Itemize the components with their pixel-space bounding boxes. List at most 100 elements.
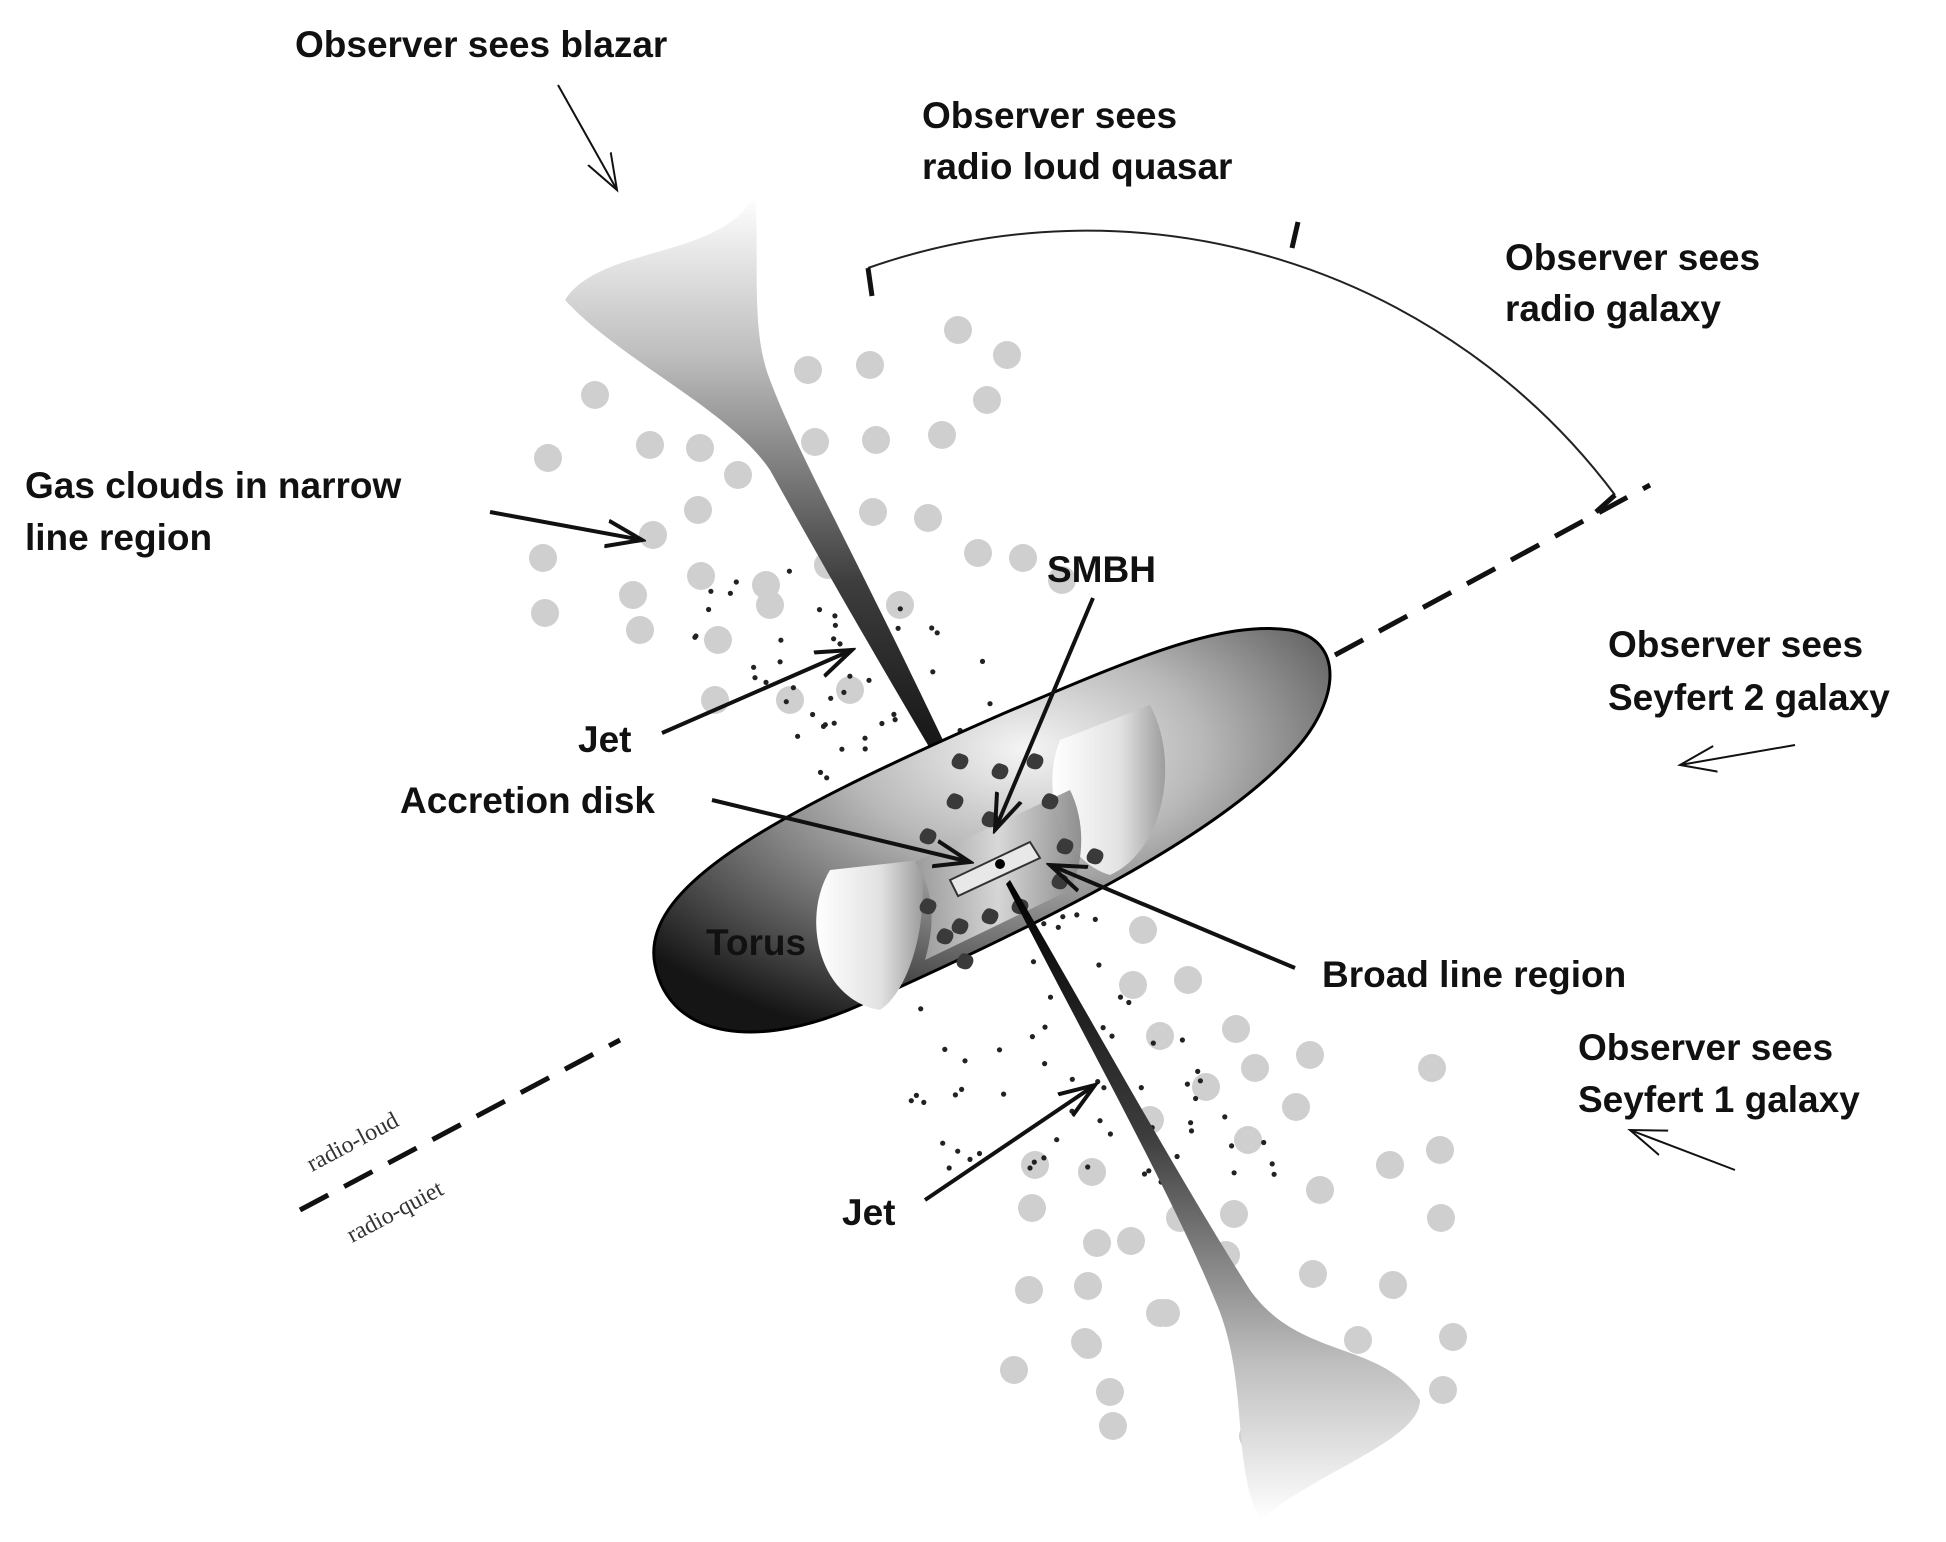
label-seyfert1-line1: Observer sees [1578, 1027, 1833, 1068]
gas-cloud [1426, 1136, 1454, 1164]
gas-cloud [1119, 971, 1147, 999]
broad-line-dot [866, 677, 872, 683]
gas-cloud [1241, 1054, 1269, 1082]
gas-cloud [1439, 1323, 1467, 1351]
gas-cloud [1129, 916, 1157, 944]
gas-cloud [862, 426, 890, 454]
label-jet-lower: Jet [842, 1192, 895, 1233]
broad-line-dot [706, 606, 712, 613]
broad-line-dot [940, 1140, 946, 1146]
gas-cloud [687, 562, 715, 590]
broad-line-dot [1001, 1091, 1007, 1097]
broad-line-dot [996, 1047, 1003, 1053]
gas-cloud [928, 421, 956, 449]
broad-line-dot [1031, 1159, 1037, 1165]
broad-line-dot [1042, 1061, 1048, 1067]
broad-line-dot [1197, 1078, 1203, 1084]
broad-line-dot [976, 1150, 983, 1157]
broad-line-dot [1069, 1108, 1075, 1114]
gas-cloud [993, 341, 1021, 369]
gas-cloud [1099, 1412, 1127, 1440]
gas-cloud [1344, 1326, 1372, 1354]
gas-cloud [944, 316, 972, 344]
gas-cloud [1222, 1015, 1250, 1043]
arc-tick-quasar-limit [1289, 221, 1301, 249]
label-seyfert1-line2: Seyfert 1 galaxy [1578, 1079, 1860, 1120]
gas-cloud [1000, 1356, 1028, 1384]
gas-cloud [801, 428, 829, 456]
label-arrows [489, 84, 1796, 1202]
broad-line-cloud [1026, 753, 1044, 770]
broad-line-dot [831, 720, 837, 726]
gas-cloud [1117, 1227, 1145, 1255]
broad-line-dot [1141, 1171, 1148, 1177]
broad-line-dot [895, 625, 901, 631]
broad-line-dot [1195, 1068, 1201, 1074]
broad-line-dot [1055, 924, 1061, 930]
broad-line-dot [862, 746, 868, 752]
gas-cloud [1018, 1194, 1046, 1222]
broad-line-dot [786, 568, 793, 574]
broad-line-cloud [991, 763, 1009, 780]
broad-line-dot [733, 579, 739, 585]
gas-cloud [534, 444, 562, 472]
torus [652, 626, 1332, 1034]
broad-line-cloud [1086, 848, 1104, 865]
broad-line-dot [1117, 994, 1124, 1000]
broad-line-cloud [1056, 838, 1074, 855]
radio-divider-line [298, 482, 1652, 1213]
broad-line-dot [1271, 1171, 1277, 1177]
broad-line-dot [1054, 1137, 1060, 1143]
gas-cloud [1427, 1204, 1455, 1232]
broad-line-dot [763, 679, 769, 686]
broad-line-dot [979, 658, 986, 665]
gas-cloud [859, 498, 887, 526]
label-smbh: SMBH [1047, 549, 1156, 590]
arrow-accretion-disk [711, 798, 970, 862]
label-radio-quiet: radio-quiet [343, 1176, 448, 1249]
gas-cloud [636, 431, 664, 459]
label-radio-galaxy-line2: radio galaxy [1505, 288, 1721, 329]
broad-line-dot [1188, 1128, 1195, 1134]
gas-cloud [886, 591, 914, 619]
gas-cloud [1048, 566, 1076, 594]
arc-tick-blazar-limit [865, 267, 875, 297]
gas-cloud [973, 386, 1001, 414]
broad-line-dot [892, 717, 898, 723]
gas-cloud [836, 676, 864, 704]
smbh-point [995, 859, 1005, 869]
gas-cloud [1220, 1200, 1248, 1228]
broad-line-dot [822, 722, 828, 728]
gas-cloud [1146, 1022, 1174, 1050]
broad-line-dot [839, 746, 845, 752]
gas-cloud [626, 616, 654, 644]
gas-cloud [684, 496, 712, 524]
label-seyfert2-line2: Seyfert 2 galaxy [1608, 677, 1890, 718]
viewing-angle-arc [865, 221, 1617, 514]
gas-cloud [619, 581, 647, 609]
gas-cloud [581, 381, 609, 409]
broad-line-dot [1126, 999, 1132, 1006]
gas-cloud [531, 599, 559, 627]
broad-line-dot [1146, 1168, 1152, 1174]
gas-cloud [1009, 544, 1037, 572]
gas-cloud [1021, 1151, 1049, 1179]
broad-line-dot [1042, 1024, 1048, 1030]
gas-cloud [1074, 1331, 1102, 1359]
broad-line-dot [1097, 1118, 1103, 1124]
label-seyfert2-line1: Observer sees [1608, 624, 1863, 665]
broad-line-dot [1222, 1114, 1228, 1120]
broad-line-dot [908, 1098, 914, 1104]
broad-line-cloud [981, 908, 999, 925]
arrow-blazar [557, 84, 617, 190]
broad-line-dot [810, 711, 816, 718]
broad-line-dot [952, 1092, 959, 1098]
label-accretion-disk: Accretion disk [400, 780, 655, 821]
gas-cloud [529, 544, 557, 572]
broad-line-cloud [951, 918, 969, 935]
broad-line-dot [708, 588, 714, 594]
broad-line-dot [913, 1092, 920, 1098]
broad-line-dot [1092, 916, 1098, 923]
broad-line-dot [1074, 912, 1080, 918]
broad-line-dot [962, 1058, 968, 1064]
